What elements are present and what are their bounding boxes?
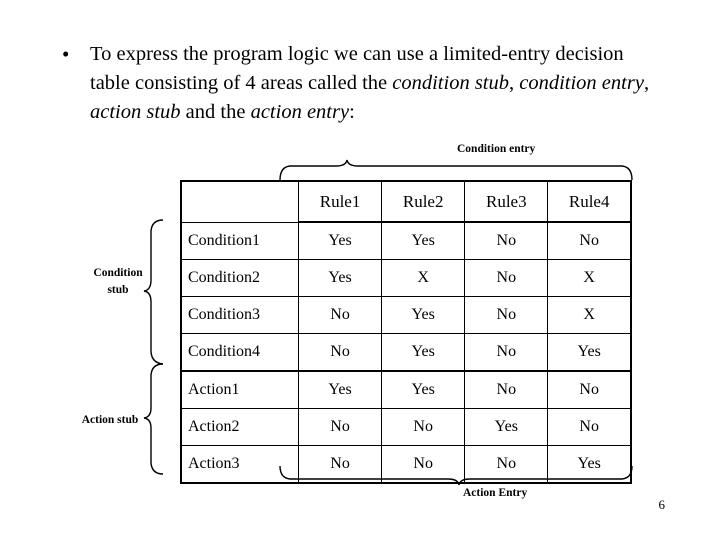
condition-entry-cell: No — [464, 296, 549, 334]
condition-entry-cell: No — [297, 333, 383, 372]
table-column-header-1: Rule1 — [297, 180, 383, 223]
bullet-text-run-8: : — [349, 101, 355, 123]
bullet-text: To express the program logic we can use … — [90, 40, 654, 127]
action-entry-cell: Yes — [464, 408, 549, 446]
action-entry-cell: No — [547, 408, 633, 446]
condition-stub-cell: Condition4 — [180, 333, 299, 372]
bullet-paragraph: • To express the program logic we can us… — [58, 40, 654, 127]
table-column-header-2: Rule2 — [381, 180, 466, 223]
condition-entry-cell: Yes — [297, 221, 383, 260]
condition-stub-cell: Condition2 — [180, 259, 299, 297]
condition-entry-cell: X — [547, 296, 633, 334]
condition-stub-cell: Condition3 — [180, 296, 299, 334]
table-column-header-4: Rule4 — [547, 180, 633, 223]
bullet-text-run-3: condition entry — [519, 72, 644, 94]
action-entry-brace-icon — [279, 465, 633, 486]
condition-entry-cell: No — [464, 221, 549, 260]
action-entry-cell: No — [464, 370, 549, 409]
condition-entry-cell: Yes — [547, 333, 633, 372]
condition-stub-brace-icon — [143, 219, 164, 365]
condition-entry-cell: Yes — [381, 221, 466, 260]
condition-entry-cell: No — [547, 221, 633, 260]
condition-entry-cell: Yes — [381, 333, 466, 372]
bullet-text-run-0: To express the program logic we can use … — [90, 43, 624, 94]
slide-number: 6 — [658, 497, 666, 512]
bullet-text-run-2: , — [509, 72, 520, 94]
action-entry-label: Action Entry — [463, 487, 528, 499]
condition-entry-brace-icon — [279, 159, 633, 181]
condition-entry-cell: No — [464, 333, 549, 372]
condition-entry-cell: Yes — [381, 296, 466, 334]
action-stub-brace-icon — [143, 363, 164, 475]
condition-stub-label-line1: Condition — [93, 267, 143, 279]
action-entry-cell: Yes — [547, 445, 633, 484]
condition-entry-cell: X — [381, 259, 466, 297]
table-column-header-3: Rule3 — [464, 180, 549, 223]
condition-entry-label: Condition entry — [457, 143, 536, 155]
bullet-text-run-1: condition stub — [392, 72, 509, 94]
bullet-text-run-4: , — [643, 72, 650, 94]
action-entry-cell: No — [381, 408, 466, 446]
bullet-marker-icon: • — [62, 42, 70, 66]
table-corner-cell — [180, 180, 299, 222]
condition-stub-label-line2: stub — [107, 284, 129, 296]
condition-entry-cell: X — [547, 259, 633, 297]
action-stub-cell: Action3 — [180, 445, 299, 484]
action-entry-cell: No — [381, 445, 466, 484]
action-entry-cell: Yes — [381, 370, 466, 409]
condition-stub-label: Condition stub — [75, 265, 161, 299]
bullet-text-run-6: and the — [180, 101, 251, 123]
condition-entry-cell: No — [297, 296, 383, 334]
action-entry-cell: No — [297, 408, 383, 446]
action-stub-cell: Action1 — [180, 370, 299, 409]
condition-entry-cell: No — [464, 259, 549, 297]
condition-stub-cell: Condition1 — [180, 221, 299, 260]
action-entry-cell: No — [547, 370, 633, 409]
action-entry-cell: No — [297, 445, 383, 484]
bullet-text-run-5: action stub — [90, 101, 181, 123]
condition-entry-cell: Yes — [297, 259, 383, 297]
action-stub-cell: Action2 — [180, 408, 299, 446]
action-stub-label: Action stub — [81, 414, 139, 426]
action-entry-cell: Yes — [297, 370, 383, 409]
bullet-text-run-7: action entry — [250, 101, 350, 123]
